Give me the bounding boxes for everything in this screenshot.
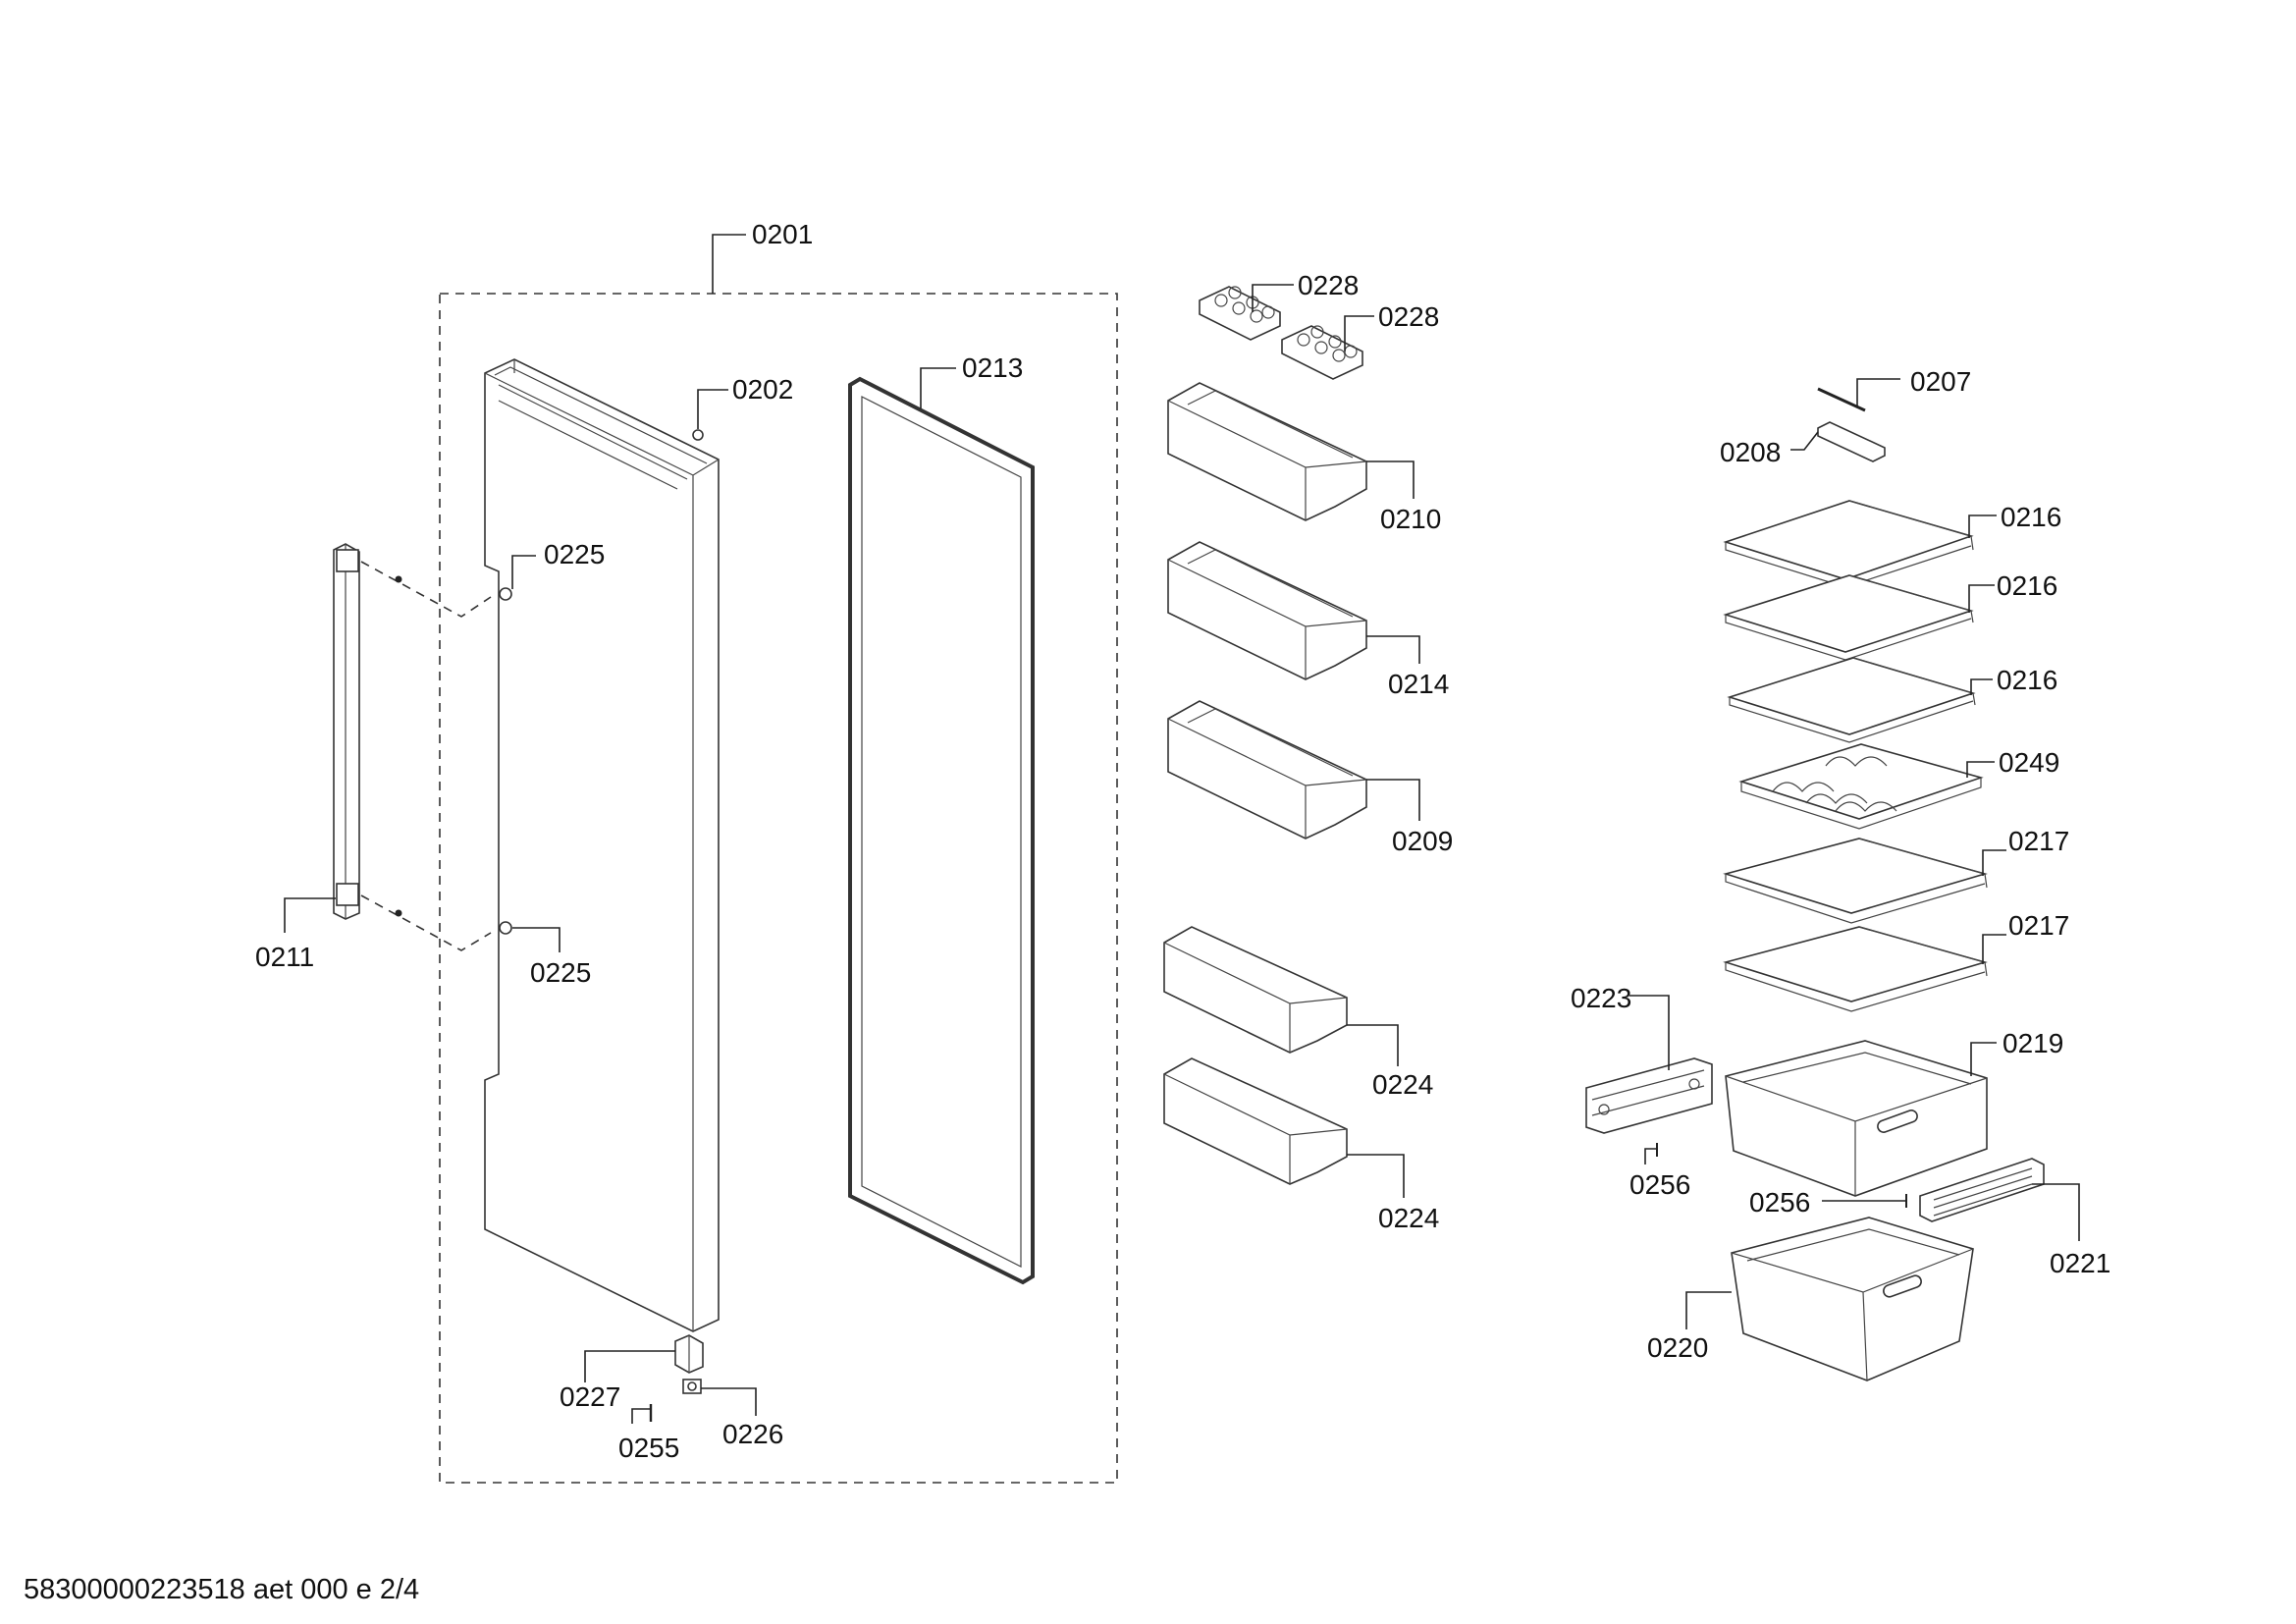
leader-0202 <box>697 389 728 429</box>
leader-0217a <box>1982 849 2006 876</box>
leader-0227 <box>584 1350 675 1382</box>
leader-0225-top <box>511 555 536 589</box>
door-gasket <box>848 376 1035 1285</box>
handle-screw-dash-bottom <box>360 894 492 951</box>
glass-shelf-0217-bottom <box>1723 926 1988 1012</box>
label-0224-second: 0224 <box>1378 1203 1439 1233</box>
leader-0249 <box>1966 761 1995 778</box>
drawer-rail-0223 <box>1585 1057 1713 1134</box>
door-bin-0214 <box>1167 541 1367 680</box>
label-0217-second: 0217 <box>2008 910 2069 941</box>
label-0216-first: 0216 <box>2001 502 2061 532</box>
label-0228-first: 0228 <box>1298 270 1359 300</box>
label-0208: 0208 <box>1720 437 1781 467</box>
door-bin-0224-top <box>1163 926 1348 1054</box>
glass-shelf-0216-mid <box>1723 574 1974 661</box>
label-0221: 0221 <box>2050 1248 2110 1278</box>
glass-shelf-0216-top <box>1723 500 1974 588</box>
label-0227: 0227 <box>560 1381 620 1412</box>
label-0228-second: 0228 <box>1378 301 1439 332</box>
label-0210: 0210 <box>1380 504 1441 534</box>
door-panel <box>484 358 720 1332</box>
leader-0228b <box>1344 315 1374 352</box>
leader-0210 <box>1366 460 1415 499</box>
bracket-0208 <box>1817 421 1886 462</box>
label-0220: 0220 <box>1647 1332 1708 1363</box>
label-0225-top: 0225 <box>544 539 605 569</box>
label-0213: 0213 <box>962 352 1023 383</box>
leader-0209 <box>1366 779 1420 821</box>
label-0214: 0214 <box>1388 669 1449 699</box>
leader-0213 <box>920 367 956 408</box>
leader-0216b <box>1968 584 1995 613</box>
label-0255: 0255 <box>618 1433 679 1463</box>
leader-0211 <box>284 897 336 933</box>
screw-0202 <box>692 429 704 441</box>
leader-0201 <box>712 234 746 294</box>
glass-shelf-0216-low <box>1727 657 1976 743</box>
leader-0226 <box>701 1387 757 1416</box>
label-0216-third: 0216 <box>1997 665 2057 695</box>
label-0201: 0201 <box>752 219 813 249</box>
handle-screw-dash-top <box>360 561 492 618</box>
leader-0214 <box>1366 635 1420 664</box>
leader-0256a <box>1644 1148 1657 1164</box>
label-0217-first: 0217 <box>2008 826 2069 856</box>
leader-0224b <box>1347 1154 1405 1198</box>
vegetable-drawer-0220 <box>1731 1217 1974 1381</box>
label-0224-first: 0224 <box>1372 1069 1433 1100</box>
door-handle <box>333 543 360 920</box>
grille-0221 <box>1919 1158 2045 1222</box>
label-0256-left: 0256 <box>1629 1169 1690 1200</box>
leader-0228a <box>1252 284 1294 312</box>
handle-screw-icon-top <box>395 575 402 583</box>
label-0211: 0211 <box>255 942 314 972</box>
label-0202: 0202 <box>732 374 793 405</box>
rod-0207 <box>1817 387 1866 412</box>
screw-0225-bottom <box>499 921 512 935</box>
leader-0219 <box>1970 1042 1997 1076</box>
label-0225-bottom: 0225 <box>530 957 591 988</box>
door-bin-0209 <box>1167 700 1367 839</box>
label-0219: 0219 <box>2002 1028 2063 1058</box>
leader-0220 <box>1685 1291 1732 1329</box>
hinge-0227 <box>674 1334 704 1374</box>
glass-shelf-0217-top <box>1723 838 1988 924</box>
door-bin-0224-bottom <box>1163 1057 1348 1185</box>
label-0256-right: 0256 <box>1749 1187 1810 1218</box>
leader-0216c <box>1970 678 1993 695</box>
label-0207: 0207 <box>1910 366 1971 397</box>
crisper-drawer-0219 <box>1725 1040 1988 1197</box>
handle-screw-icon-bottom <box>395 909 402 917</box>
leader-0207 <box>1856 378 1900 406</box>
egg-tray-2 <box>1281 325 1363 380</box>
label-0249: 0249 <box>1999 747 2059 778</box>
door-bin-0210 <box>1167 382 1367 521</box>
door-assembly-dashed-frame <box>439 293 1118 1484</box>
leader-0221 <box>2032 1183 2080 1241</box>
screw-0225-top <box>499 587 512 601</box>
document-id: 58300000223518 aet 000 e 2/4 <box>24 1574 419 1605</box>
label-0216-second: 0216 <box>1997 570 2057 601</box>
label-0209: 0209 <box>1392 826 1453 856</box>
leader-0255 <box>631 1408 651 1424</box>
leader-0225-bottom <box>512 927 561 952</box>
leader-0217b <box>1982 934 2006 964</box>
label-0226: 0226 <box>722 1419 783 1449</box>
leader-0208 <box>1790 431 1819 451</box>
leader-0223 <box>1629 995 1670 1070</box>
egg-tray-1 <box>1199 286 1281 341</box>
hinge-pin-0226 <box>682 1379 702 1394</box>
leader-0216a <box>1968 514 1997 538</box>
wine-rack-0249 <box>1738 743 1984 830</box>
label-0223: 0223 <box>1571 983 1631 1013</box>
leader-0224a <box>1347 1024 1399 1066</box>
